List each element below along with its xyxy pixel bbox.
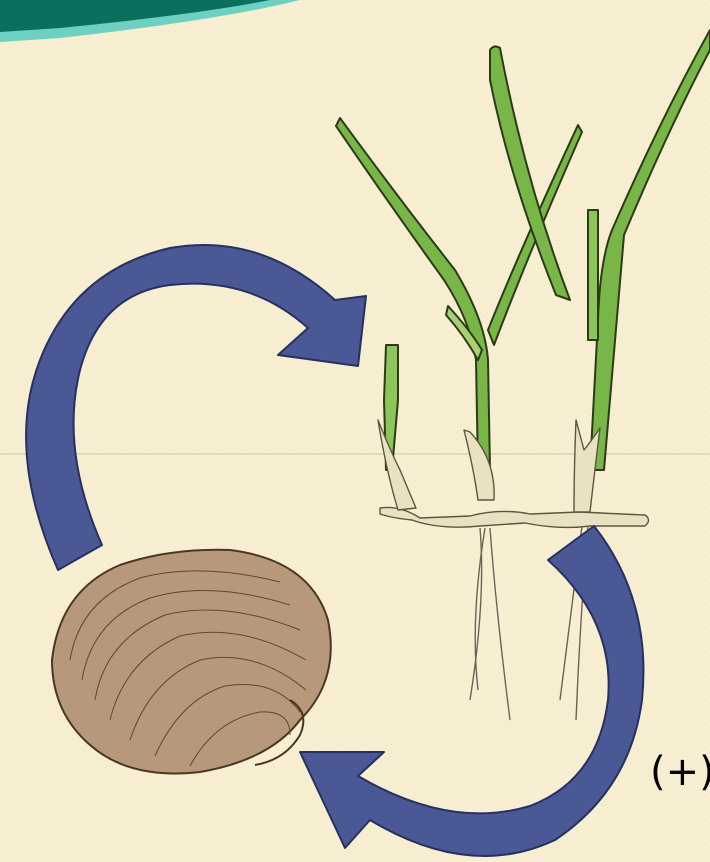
interaction-sign-label: (+): [650, 752, 710, 792]
